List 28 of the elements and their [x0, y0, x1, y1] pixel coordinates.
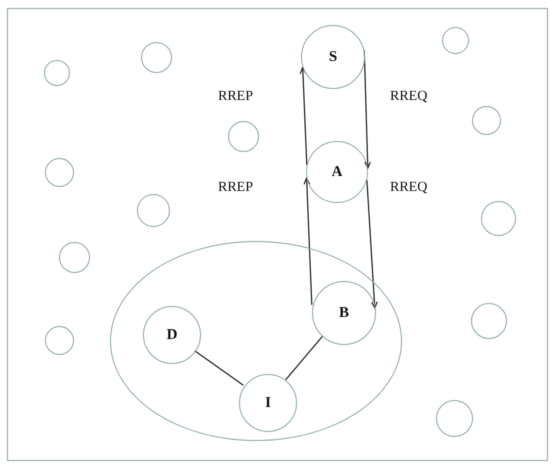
node-circle: D [143, 306, 201, 364]
empty-node-circle [472, 106, 500, 134]
empty-node-circle [436, 400, 472, 436]
message-label: RREQ [390, 180, 428, 196]
empty-node-circle [44, 60, 70, 86]
arrow [366, 180, 378, 309]
empty-node-circle [480, 200, 516, 236]
arrow [304, 177, 312, 305]
cluster-ellipse [110, 241, 402, 441]
node-circle: S [301, 25, 365, 89]
empty-node-circle [44, 326, 74, 354]
node-circle: A [306, 141, 368, 203]
connector-line [194, 350, 244, 386]
node-circle: I [239, 374, 297, 432]
empty-node-circle [471, 303, 507, 339]
message-label: RREQ [390, 89, 428, 105]
message-label: RREP [218, 89, 254, 105]
empty-node-circle [228, 120, 258, 152]
node-circle: B [312, 281, 376, 345]
empty-node-circle [44, 158, 74, 186]
connector-line [285, 336, 323, 380]
empty-node-circle [136, 194, 170, 226]
arrow [300, 66, 308, 166]
empty-node-circle [58, 242, 90, 272]
empty-node-circle [140, 42, 172, 72]
arrow [364, 50, 371, 169]
empty-node-circle [442, 26, 468, 54]
message-label: RREP [218, 180, 254, 196]
